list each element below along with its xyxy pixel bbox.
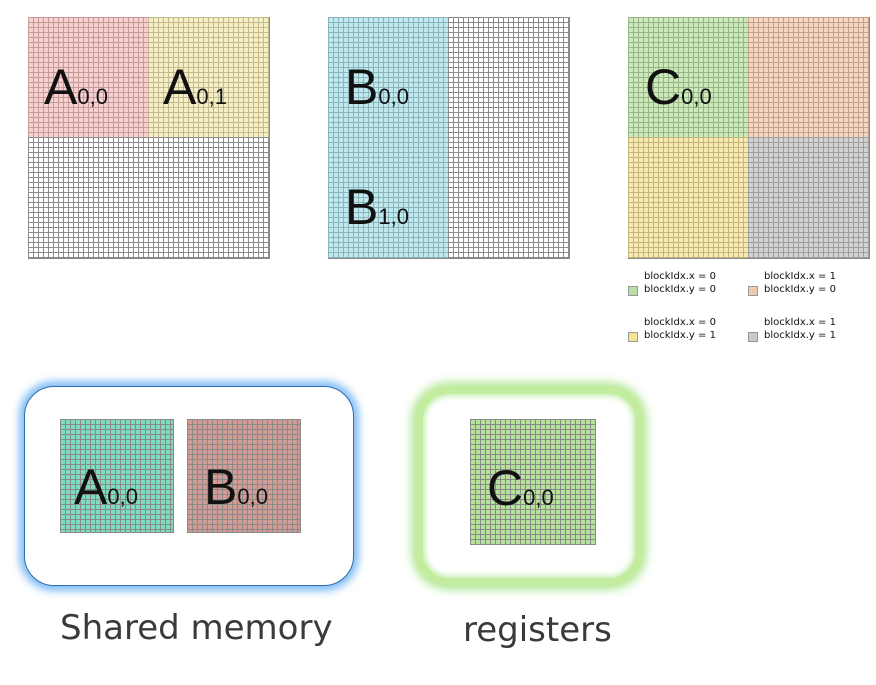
legend-q00-x: blockIdx.x = 0: [644, 271, 716, 282]
legend-swatch-q01: [628, 332, 638, 342]
legend-q00-y: blockIdx.y = 0: [644, 284, 716, 295]
legend-swatch-q10: [748, 286, 758, 296]
shared-tile-a-0-0: [60, 419, 174, 533]
caption-shared-memory: Shared memory: [60, 608, 333, 648]
legend-swatch-q00: [628, 286, 638, 296]
tile-a-0-1: [148, 17, 269, 137]
tile-b-column: [328, 17, 448, 258]
legend-q10-x: blockIdx.x = 1: [764, 271, 836, 282]
matrix-c-grid: [628, 17, 870, 259]
register-label-c-0-0: C0,0: [487, 460, 554, 516]
legend-q01-y: blockIdx.y = 1: [644, 330, 716, 341]
caption-registers: registers: [463, 610, 612, 650]
label-c-0-0: C0,0: [645, 59, 712, 115]
legend-q10: blockIdx.x = 1 blockIdx.y = 0: [748, 270, 836, 296]
matrix-a-grid: [28, 17, 270, 259]
tile-a-0-0: [28, 17, 148, 137]
legend-q01: blockIdx.x = 0 blockIdx.y = 1: [628, 316, 716, 342]
tile-c-1-0: [748, 17, 869, 137]
shared-label-b-0-0: B0,0: [204, 459, 268, 515]
label-a-0-1: A0,1: [163, 59, 227, 115]
legend-q01-x: blockIdx.x = 0: [644, 317, 716, 328]
legend-swatch-q11: [748, 332, 758, 342]
legend-q00: blockIdx.x = 0 blockIdx.y = 0: [628, 270, 716, 296]
label-b-1-0: B1,0: [345, 179, 409, 235]
register-tile-c-0-0: [470, 419, 596, 545]
tile-c-0-1: [628, 137, 748, 258]
tile-c-0-0: [628, 17, 748, 137]
legend-q10-y: blockIdx.y = 0: [764, 284, 836, 295]
shared-tile-b-0-0: [187, 419, 301, 533]
matrix-b-grid: [328, 17, 570, 259]
tile-c-1-1: [748, 137, 869, 258]
label-a-0-0: A0,0: [44, 59, 108, 115]
label-b-0-0: B0,0: [345, 59, 409, 115]
legend-q11: blockIdx.x = 1 blockIdx.y = 1: [748, 316, 836, 342]
legend-q11-y: blockIdx.y = 1: [764, 330, 836, 341]
legend-q11-x: blockIdx.x = 1: [764, 317, 836, 328]
shared-label-a-0-0: A0,0: [74, 459, 138, 515]
